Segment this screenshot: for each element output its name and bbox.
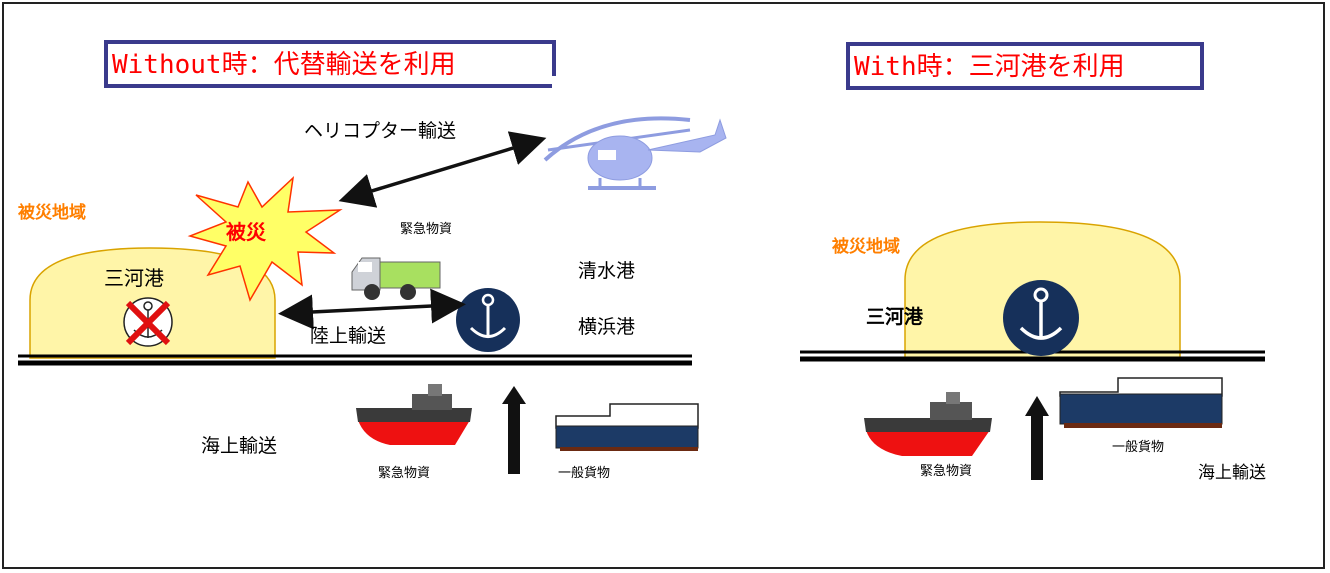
right-sea-transport-label: 海上輸送: [1198, 463, 1266, 483]
disaster-burst-label: 被災: [226, 220, 266, 244]
land-transport-label: 陸上輸送: [310, 325, 387, 347]
truck-emergency-goods-label: 緊急物資: [400, 222, 453, 237]
right-title-box: [846, 42, 1204, 90]
left-title-box: [104, 40, 556, 88]
right-ship-emergency-goods-label: 緊急物資: [920, 464, 973, 479]
left-ship-emergency-goods-label: 緊急物資: [378, 466, 431, 481]
left-cargo-ship-icon: [555, 403, 699, 451]
right-port-anchor-icon: [1003, 280, 1079, 356]
right-inbound-arrow: [1025, 396, 1049, 480]
left-title: Without時：代替輸送を利用: [112, 50, 456, 80]
left-general-cargo-label: 一般貨物: [558, 466, 611, 481]
left-disaster-area-label: 被災地域: [18, 203, 86, 223]
truck-icon: [351, 257, 441, 300]
left-mikawa-port-label: 三河港: [104, 266, 164, 290]
disabled-port-icon: [123, 297, 173, 347]
helicopter-route-arrow: [338, 131, 547, 208]
left-port-anchor-icon: [456, 288, 520, 352]
left-inbound-arrow: [502, 386, 526, 474]
left-ground-line: [18, 354, 692, 366]
right-cargo-ship-icon: [1059, 377, 1223, 428]
right-emergency-ship-icon: [864, 392, 992, 456]
left-emergency-ship-icon: [356, 384, 472, 445]
yokohama-port-label: 横浜港: [578, 316, 636, 338]
helicopter-icon: [543, 116, 727, 190]
right-disaster-area-label: 被災地域: [832, 237, 900, 257]
helicopter-transport-label: ヘリコプター輸送: [304, 120, 457, 142]
right-general-cargo-label: 一般貨物: [1112, 440, 1165, 455]
land-route-arrow: [278, 288, 466, 330]
disaster-burst-shape: [187, 175, 343, 302]
right-title: With時：三河港を利用: [854, 52, 1125, 82]
right-mikawa-port-label: 三河港: [866, 306, 924, 328]
left-sea-transport-label: 海上輸送: [201, 435, 278, 457]
shimizu-port-label: 清水港: [578, 260, 636, 282]
